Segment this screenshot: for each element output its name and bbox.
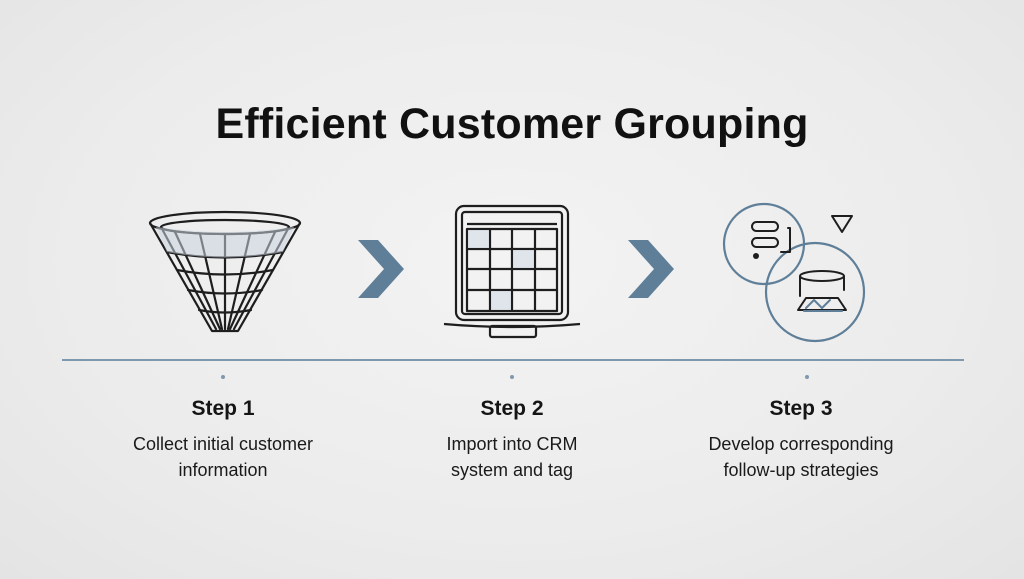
step-description: Develop corresponding follow-up strategi… (651, 431, 951, 483)
chevron-right-icon (358, 240, 404, 298)
step-1: Step 1 Collect initial customer informat… (73, 397, 373, 483)
timeline-dot (221, 375, 225, 379)
step-description: Collect initial customer information (73, 431, 373, 483)
crm-monitor-icon (443, 204, 581, 339)
step-description-line: Import into CRM (446, 434, 578, 454)
step-2: Step 2 Import into CRM system and tag (362, 397, 662, 483)
step-description-line: follow-up strategies (723, 460, 879, 480)
step-title: Step 3 (769, 397, 833, 420)
step-description-line: Develop corresponding (708, 434, 894, 454)
funnel-icon (148, 210, 302, 333)
timeline-dot (510, 375, 514, 379)
timeline-line (62, 359, 964, 361)
step-description: Import into CRM system and tag (362, 431, 662, 483)
step-description-line: Collect initial customer (132, 434, 314, 454)
strategy-bubbles-icon (722, 202, 866, 343)
page-title: Efficient Customer Grouping (215, 100, 809, 148)
step-3: Step 3 Develop corresponding follow-up s… (651, 397, 951, 483)
step-title: Step 2 (480, 397, 544, 420)
step-title: Step 1 (191, 397, 255, 420)
step-description-line: system and tag (450, 460, 574, 480)
timeline-dot (805, 375, 809, 379)
step-description-line: information (178, 460, 268, 480)
chevron-right-icon (628, 240, 674, 298)
